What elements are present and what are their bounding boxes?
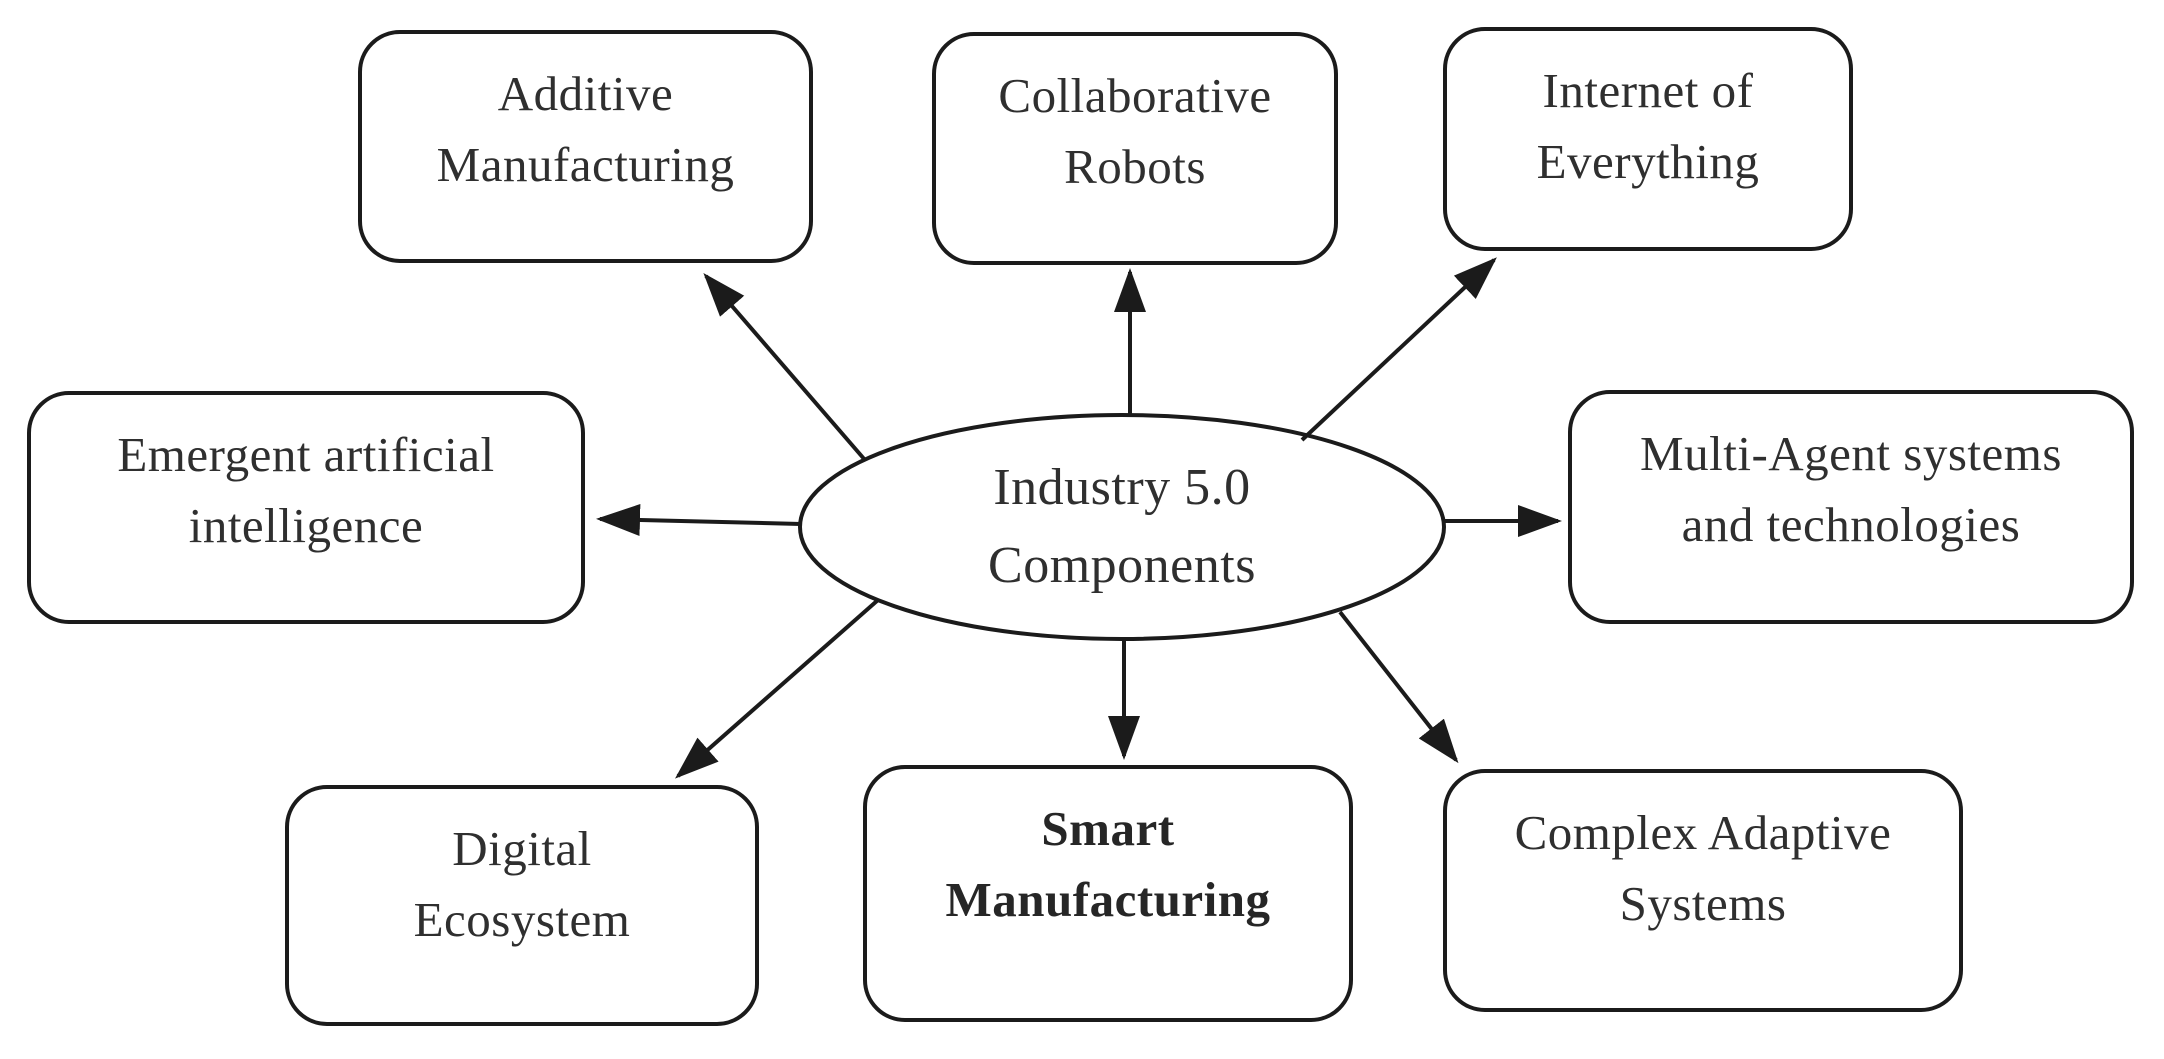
node-label-line: Additive [497, 66, 674, 121]
node-collaborative-robots: Collaborative Robots [932, 32, 1338, 265]
center-node-label: Industry 5.0 Components [800, 415, 1444, 639]
node-label-line: Emergent artificial [117, 427, 495, 482]
node-label-line: intelligence [188, 498, 424, 553]
arrow-to-digital-ecosystem [674, 598, 880, 779]
node-complex-adaptive-systems: Complex Adaptive Systems [1443, 769, 1963, 1012]
arrow-to-complex-adaptive-systems [1338, 610, 1459, 764]
node-label-line: Collaborative [998, 68, 1272, 123]
node-additive-manufacturing: Additive Manufacturing [358, 30, 813, 263]
node-internet-of-everything: Internet of Everything [1443, 27, 1853, 251]
arrow-to-additive-manufacturing [703, 272, 867, 462]
node-label-line: Digital [452, 821, 592, 876]
node-label-line: Smart [1041, 801, 1175, 856]
node-multi-agent-systems: Multi-Agent systems and technologies [1568, 390, 2134, 624]
center-node-line-2: Components [988, 537, 1256, 594]
arrow-to-internet-of-everything [1300, 257, 1497, 442]
node-label-line: Complex Adaptive [1514, 805, 1892, 860]
node-label-line: Manufacturing [945, 872, 1271, 927]
node-label-line: Ecosystem [413, 892, 631, 947]
node-label-line: Everything [1536, 134, 1760, 189]
node-label-line: and technologies [1681, 497, 2021, 552]
node-emergent-artificial-intelligence: Emergent artificial intelligence [27, 391, 585, 624]
node-label-line: Internet of [1542, 63, 1754, 118]
node-label-line: Multi-Agent systems [1640, 426, 2062, 481]
node-label-line: Manufacturing [436, 137, 735, 192]
node-digital-ecosystem: Digital Ecosystem [285, 785, 759, 1026]
node-label-line: Robots [1064, 139, 1206, 194]
center-node-line-1: Industry 5.0 [993, 459, 1251, 516]
arrow-to-emergent-artificial-intelligence [596, 503, 802, 536]
node-smart-manufacturing: Smart Manufacturing [863, 765, 1353, 1022]
node-label-line: Systems [1619, 876, 1787, 931]
